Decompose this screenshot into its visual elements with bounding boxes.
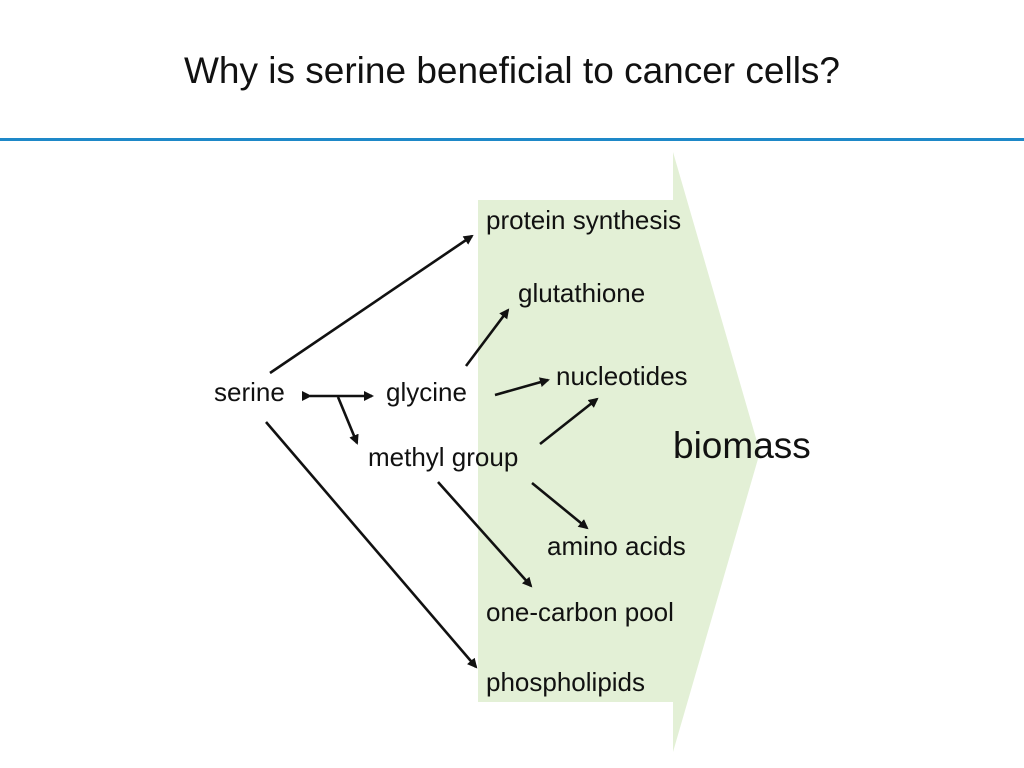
biomass-block-arrow [478,152,760,752]
node-amino-acids: amino acids [547,531,686,561]
node-glutathione: glutathione [518,278,645,308]
node-glycine: glycine [386,377,467,407]
arrow-glycine-to-glutathione [464,308,510,367]
arrow-methyl-group-to-amino-acids [531,481,589,530]
arrow-methyl-group-to-nucleotides [539,397,599,446]
arrow-serine-to-phospholipids [265,421,478,669]
node-phospholipids: phospholipids [486,667,645,697]
arrow-glycine-to-nucleotides [494,377,550,397]
arrow-methyl-group-to-one-carbon-pool [437,481,533,588]
node-serine: serine [214,377,285,407]
slide-title: Why is serine beneficial to cancer cells… [183,50,840,91]
arrow-serine-to-methyl-group [336,396,359,445]
title-divider [0,138,1024,141]
node-protein-synthesis: protein synthesis [486,205,681,235]
arrow-serine-to-protein-synthesis [269,234,474,375]
node-nucleotides: nucleotides [556,361,688,391]
node-one-carbon-pool: one-carbon pool [486,597,674,627]
node-biomass: biomass [673,425,811,466]
node-methyl-group: methyl group [368,442,518,472]
